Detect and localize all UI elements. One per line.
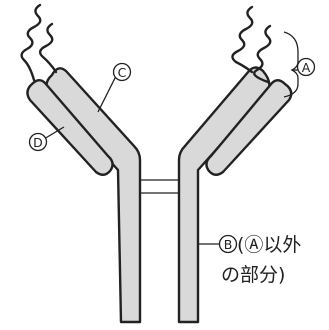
wavy-tip-left-outer <box>22 5 41 80</box>
label-c: C <box>98 64 131 113</box>
wavy-tip-right-inner <box>232 7 252 72</box>
label-b-text-line1: (Ⓐ以外 <box>237 234 301 256</box>
label-d: D <box>30 127 65 151</box>
leader-c <box>98 76 116 112</box>
label-a-letter: A <box>302 60 311 75</box>
label-b: B (Ⓐ以外 の部分) <box>198 234 301 286</box>
label-b-letter: B <box>224 237 233 252</box>
label-c-letter: C <box>118 65 127 80</box>
label-d-letter: D <box>33 135 43 150</box>
label-b-text-line2: の部分) <box>221 264 285 286</box>
wavy-tip-left-inner <box>40 24 56 72</box>
